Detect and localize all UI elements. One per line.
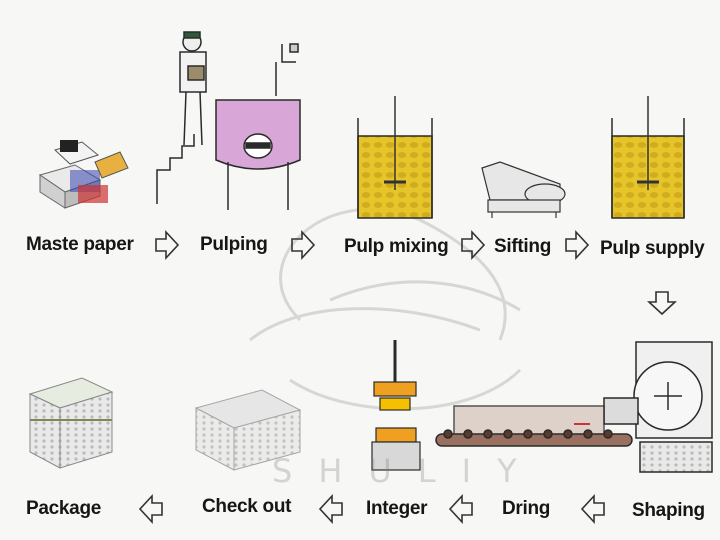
step-label-waste-paper: Maste paper	[26, 234, 134, 255]
package-bundle	[28, 377, 114, 469]
step-label-sifting: Sifting	[494, 236, 551, 257]
pulp-mixing-tank	[357, 96, 433, 219]
arrow-right-icon	[565, 229, 590, 261]
check-out-trays	[194, 389, 302, 471]
watermark-text: SHULIY	[272, 452, 543, 490]
step-label-integer: Integer	[366, 498, 428, 519]
arrow-right-icon	[291, 229, 316, 261]
arrow-left-icon	[448, 493, 473, 525]
arrow-right-icon	[461, 229, 486, 261]
drying-conveyor	[435, 405, 633, 447]
arrow-left-icon	[138, 493, 163, 525]
integer-press	[371, 340, 421, 471]
arrow-left-icon	[580, 493, 605, 525]
step-label-check-out: Check out	[202, 496, 292, 517]
step-label-pulp-mixing: Pulp mixing	[344, 236, 449, 257]
waste-paper-illustration	[38, 140, 129, 209]
pulp-supply-tank	[611, 96, 685, 219]
step-label-package: Package	[26, 498, 102, 519]
arrow-right-icon	[155, 229, 180, 261]
sifting-machine	[481, 161, 566, 218]
pulping-illustration	[156, 31, 301, 210]
step-label-dring: Dring	[502, 498, 551, 519]
arrow-down-icon	[646, 291, 678, 316]
arrow-left-icon	[318, 493, 343, 525]
step-label-shaping: Shaping	[632, 500, 705, 521]
step-label-pulp-supply: Pulp supply	[600, 238, 705, 259]
step-label-pulping: Pulping	[200, 234, 268, 255]
shaping-machine	[603, 341, 713, 473]
